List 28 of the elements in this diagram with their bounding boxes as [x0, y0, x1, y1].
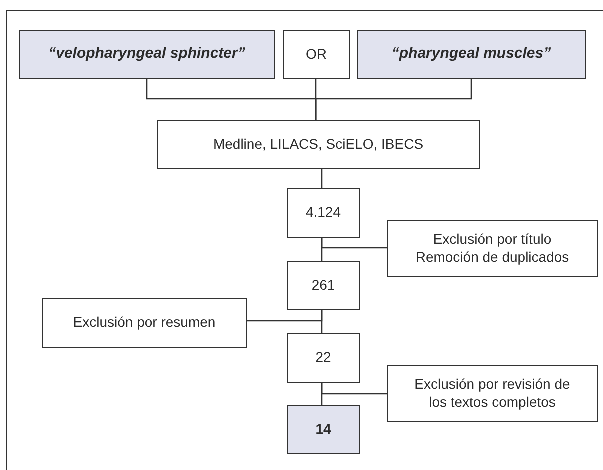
- process-box: [283, 30, 350, 79]
- connector-line: [321, 238, 387, 249]
- box-text: 4.124: [306, 204, 342, 222]
- process-box: [287, 405, 360, 454]
- box-text: OR: [306, 46, 327, 64]
- connector-line: [321, 383, 387, 395]
- connector-line: [247, 310, 323, 322]
- process-box: [19, 30, 275, 79]
- connector-line: [321, 169, 323, 188]
- box-text: Exclusión por revisión de los textos completos: [414, 376, 572, 411]
- box-text: 261: [312, 276, 336, 294]
- box-text: “velopharyngeal sphincter”: [48, 45, 246, 64]
- process-box: [287, 188, 360, 238]
- process-box: [42, 298, 247, 348]
- process-box: [357, 30, 586, 79]
- process-box: [387, 365, 598, 422]
- process-box: [287, 333, 360, 383]
- box-text: “pharyngeal muscles”: [392, 45, 552, 64]
- box-text: Medline, LILACS, SciELO, IBECS: [213, 136, 424, 154]
- box-text: 22: [316, 349, 332, 367]
- process-box: [157, 120, 480, 169]
- box-text: 14: [316, 420, 332, 438]
- box-text: Exclusión por resumen: [73, 314, 216, 332]
- box-text: Exclusión por título: [433, 231, 552, 248]
- box-text: Remoción de duplicados: [416, 248, 570, 266]
- process-box: [287, 261, 360, 310]
- connector-line: [315, 79, 472, 120]
- process-box: [387, 220, 598, 277]
